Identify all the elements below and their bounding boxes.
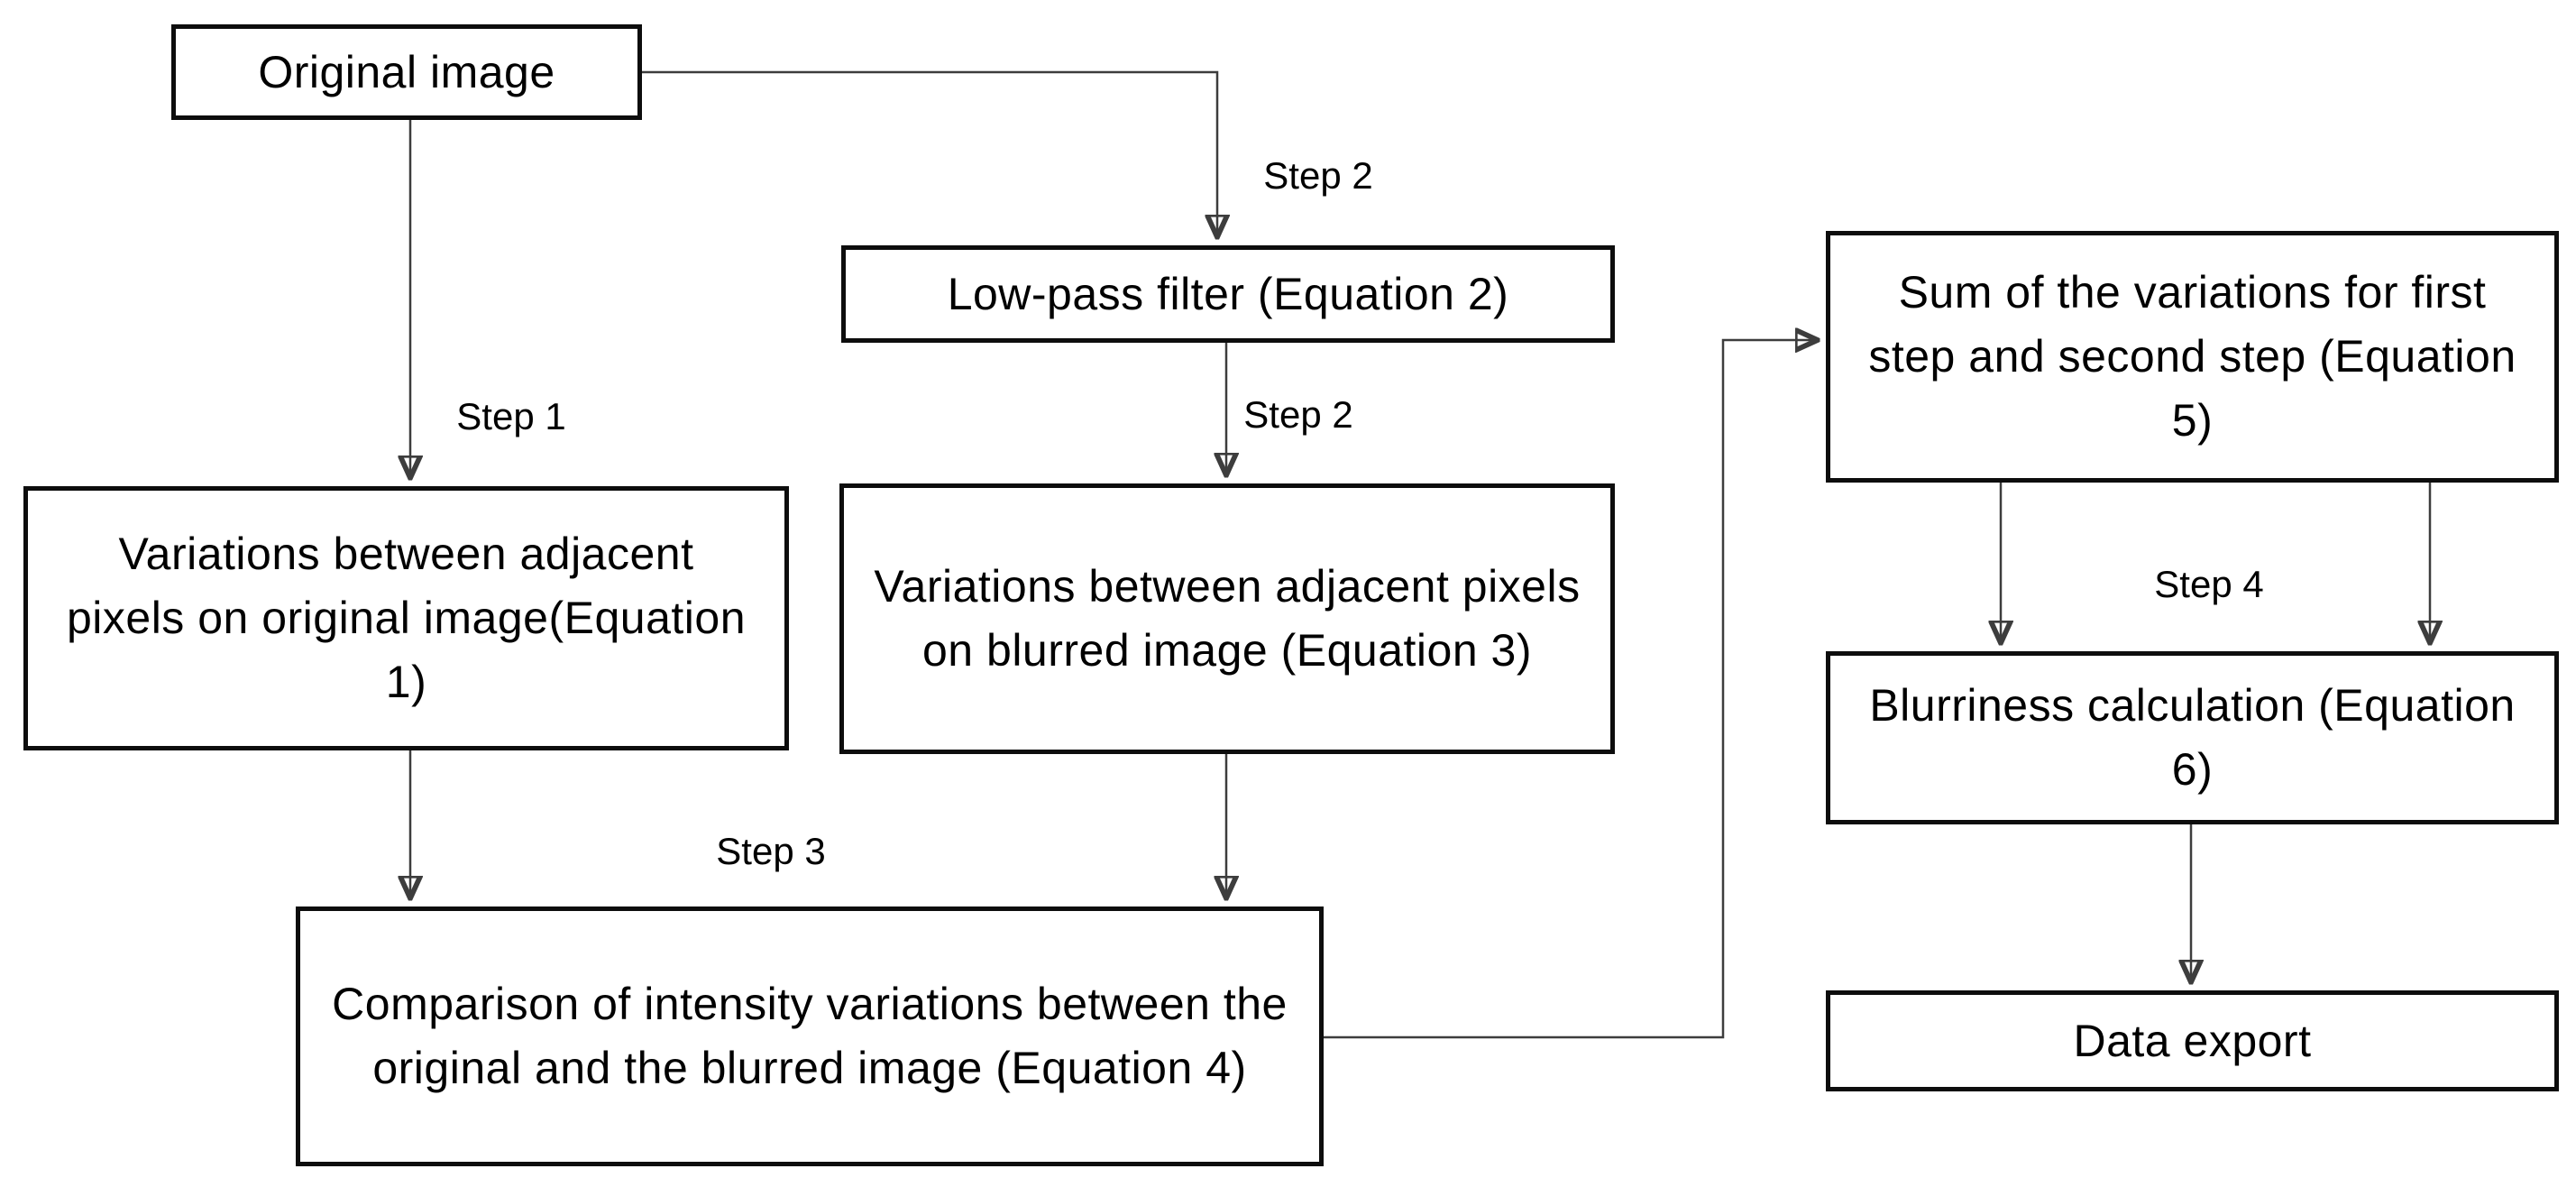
step-label-4: Step 4: [2154, 563, 2264, 605]
node-low-pass-filter-label: Low-pass filter (Equation 2): [947, 268, 1509, 319]
node-sum-variations: Sum of the variations for first step and…: [1826, 231, 2559, 483]
node-low-pass-filter: Low-pass filter (Equation 2): [841, 245, 1615, 343]
node-comparison-label: Comparison of intensity variations betwe…: [332, 979, 1288, 1093]
node-sum-variations-label: Sum of the variations for first step and…: [1868, 267, 2516, 446]
step-label-2b: Step 2: [1243, 393, 1353, 436]
node-blurriness-label: Blurriness calculation (Equation 6): [1869, 680, 2516, 795]
node-original-image: Original image: [171, 24, 642, 120]
node-data-export: Data export: [1826, 990, 2559, 1091]
node-original-image-label: Original image: [258, 46, 555, 97]
connector-comparison-to-sum: [1324, 340, 1818, 1039]
node-comparison: Comparison of intensity variations betwe…: [296, 907, 1324, 1166]
node-blurriness: Blurriness calculation (Equation 6): [1826, 651, 2559, 824]
step-label-1: Step 1: [456, 395, 566, 437]
connector-original-to-low-pass: [642, 70, 1217, 237]
node-variations-original: Variations between adjacent pixels on or…: [23, 486, 789, 750]
node-variations-blurred-label: Variations between adjacent pixels on bl…: [874, 561, 1581, 676]
node-data-export-label: Data export: [2073, 1015, 2312, 1066]
step-label-2a: Step 2: [1263, 154, 1373, 197]
node-variations-original-label: Variations between adjacent pixels on or…: [66, 529, 747, 707]
node-variations-blurred: Variations between adjacent pixels on bl…: [839, 483, 1615, 754]
step-label-3: Step 3: [716, 830, 826, 872]
